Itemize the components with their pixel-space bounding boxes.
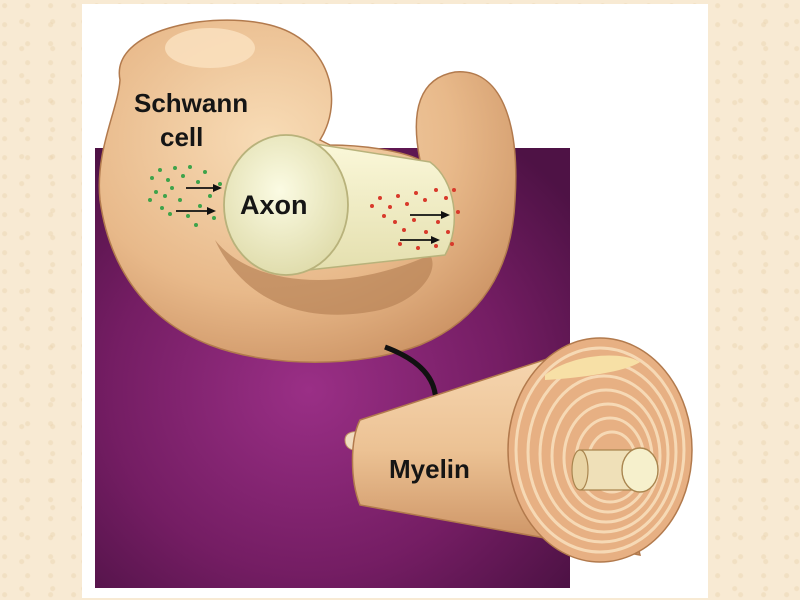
myelinated-axon (344, 337, 693, 563)
diffusion-arrows (176, 184, 450, 244)
inner-axon (571, 447, 659, 493)
red-dots (370, 188, 460, 250)
axon-label: Axon (240, 190, 308, 220)
schwann-cell-label-line2: cell (160, 122, 203, 152)
green-dots (148, 165, 222, 227)
axon-end (223, 134, 349, 276)
schwann-cell-label-line1: Schwann (134, 88, 248, 118)
myelin-label: Myelin (389, 454, 470, 484)
